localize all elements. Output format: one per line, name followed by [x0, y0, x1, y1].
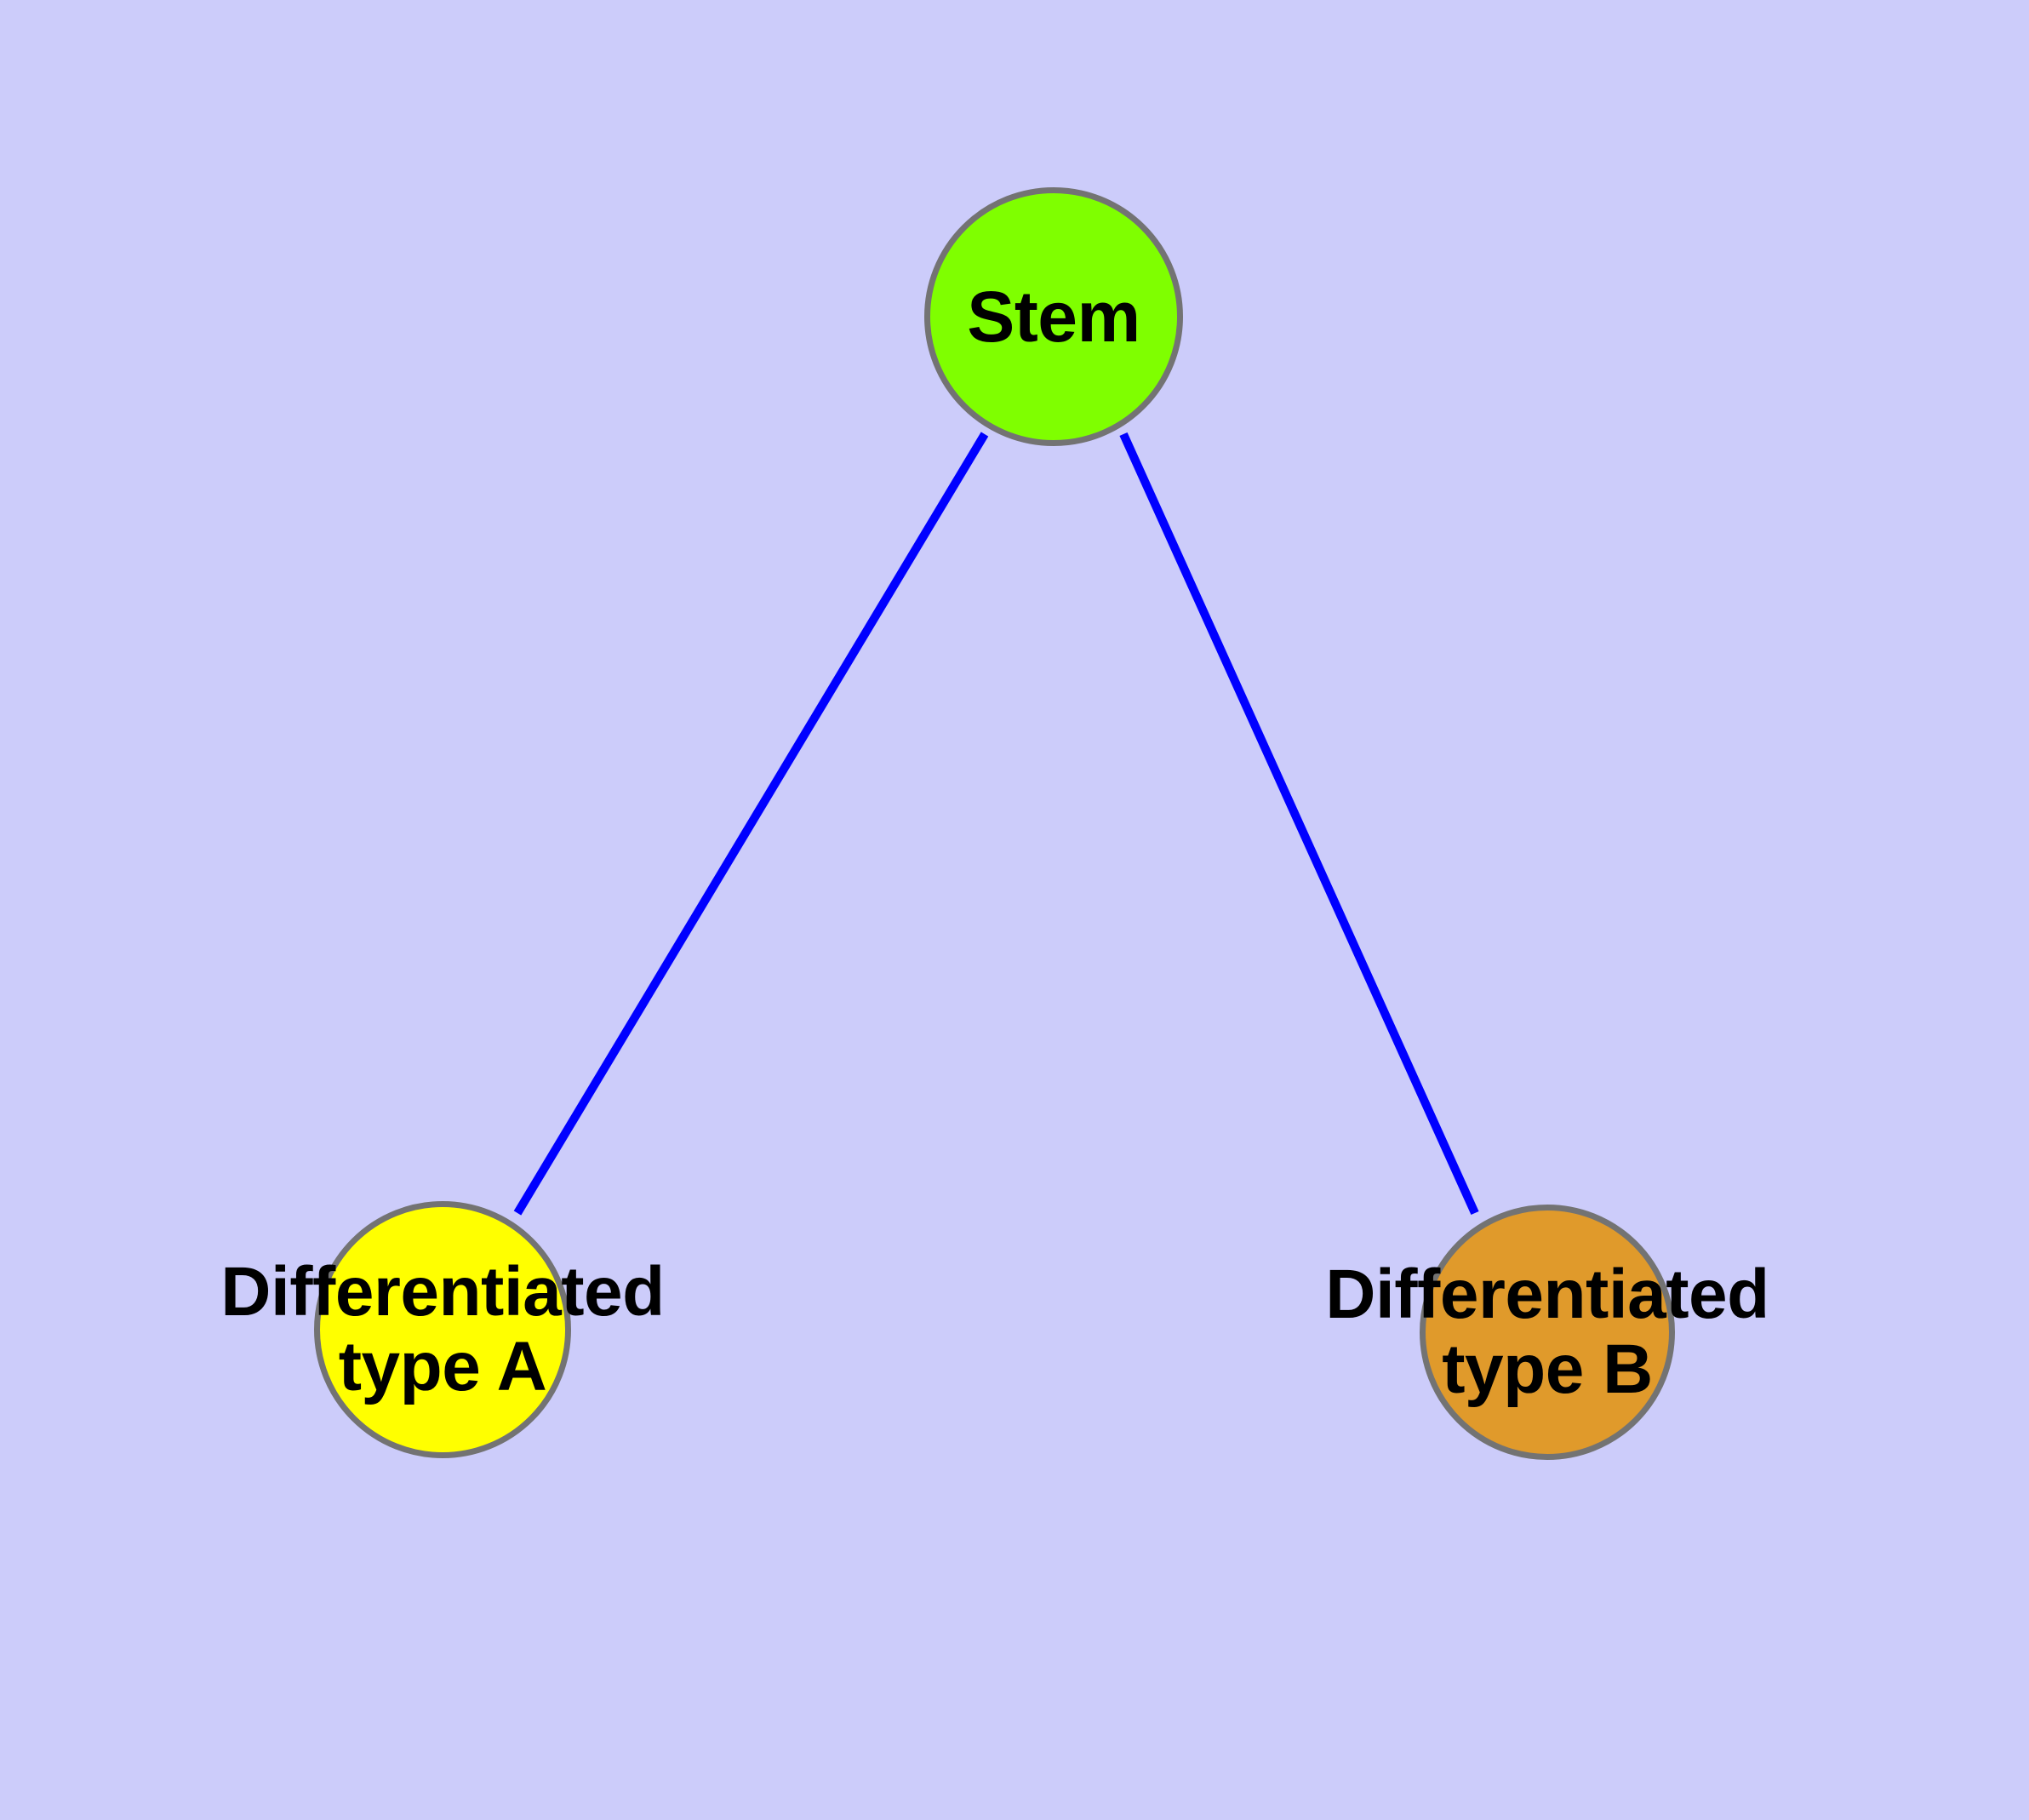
- edge-stem-to-diff-b: [1119, 432, 1479, 1216]
- node-stem[interactable]: [924, 187, 1183, 446]
- edge-stem-to-diff-a: [513, 432, 989, 1216]
- node-differentiated-type-a[interactable]: [314, 1201, 571, 1458]
- node-differentiated-type-b[interactable]: [1420, 1205, 1675, 1460]
